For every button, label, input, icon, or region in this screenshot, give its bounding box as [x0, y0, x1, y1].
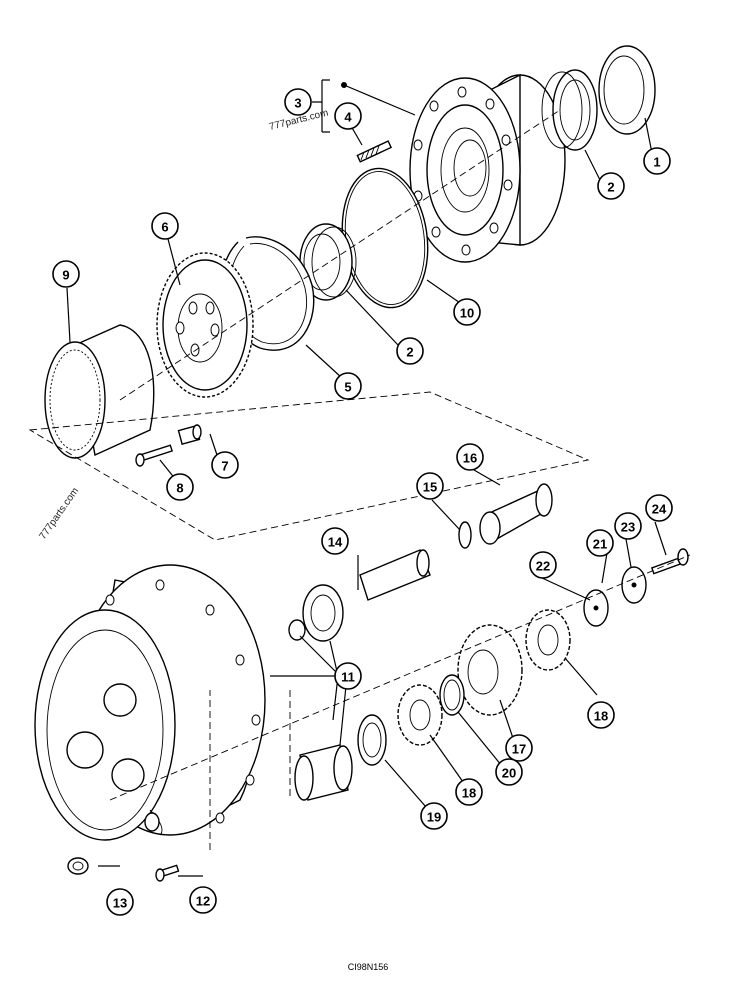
- svg-text:18: 18: [462, 786, 476, 801]
- callout-18-right: 18: [587, 701, 615, 729]
- callout-2-lower: 2: [396, 337, 424, 365]
- bearing-upper-part: [541, 69, 598, 151]
- callout-4: 4: [334, 102, 362, 130]
- callout-9: 9: [52, 260, 80, 288]
- svg-text:9: 9: [62, 268, 69, 283]
- planetary-housing-part: [34, 564, 266, 841]
- svg-text:8: 8: [176, 481, 183, 496]
- callout-18-left: 18: [455, 778, 483, 806]
- svg-text:21: 21: [593, 537, 607, 552]
- svg-text:22: 22: [536, 559, 550, 574]
- svg-text:14: 14: [328, 535, 343, 550]
- svg-text:1: 1: [653, 155, 660, 170]
- callout-7: 7: [211, 451, 239, 479]
- seal-part: [598, 45, 656, 135]
- svg-text:5: 5: [344, 380, 351, 395]
- compound-gear-part: [457, 624, 523, 716]
- planet-pin-part: [294, 744, 353, 801]
- callout-23: 23: [614, 512, 642, 540]
- stud-part: [356, 140, 393, 163]
- bushing-part: [177, 424, 202, 445]
- callout-10: 10: [453, 298, 481, 326]
- callout-2-upper: 2: [597, 172, 625, 200]
- thrust-washer-small-part: [439, 674, 465, 716]
- sun-gear-shaft-part: [288, 549, 431, 642]
- callout-11: 11: [334, 662, 362, 690]
- callout-17: 17: [505, 734, 533, 762]
- planet-gear-left-part: [397, 684, 443, 746]
- callout-6: 6: [151, 212, 179, 240]
- callout-15: 15: [416, 472, 444, 500]
- svg-text:13: 13: [113, 896, 127, 911]
- svg-text:20: 20: [502, 766, 516, 781]
- wheel-hub-part: [409, 73, 566, 263]
- thrust-washer-large-part: [357, 714, 387, 766]
- ring-gear-hub-part: [156, 252, 254, 398]
- callout-20: 20: [495, 758, 523, 786]
- svg-text:12: 12: [196, 894, 210, 909]
- callout-24: 24: [645, 494, 673, 522]
- svg-text:11: 11: [341, 670, 355, 685]
- drain-plug-part: [67, 857, 89, 875]
- svg-text:2: 2: [607, 180, 614, 195]
- callout-12: 12: [189, 886, 217, 914]
- cap-screw-part: [650, 548, 689, 575]
- svg-text:17: 17: [512, 742, 526, 757]
- bearing-lower-part: [299, 223, 357, 301]
- svg-text:6: 6: [161, 220, 168, 235]
- callout-14: 14: [321, 527, 349, 555]
- svg-text:16: 16: [463, 451, 477, 466]
- svg-text:3: 3: [294, 96, 301, 111]
- callout-1: 1: [643, 147, 671, 175]
- svg-text:23: 23: [621, 520, 635, 535]
- svg-text:24: 24: [652, 502, 667, 517]
- retainer-plate-part: [621, 566, 647, 604]
- svg-text:15: 15: [423, 480, 437, 495]
- svg-text:7: 7: [221, 459, 228, 474]
- callout-16: 16: [456, 443, 484, 471]
- bolt-part: [135, 444, 174, 467]
- callout-5: 5: [334, 372, 362, 400]
- planet-gear-right-part: [525, 609, 571, 671]
- callout-21: 21: [586, 529, 614, 557]
- svg-text:4: 4: [344, 110, 352, 125]
- callout-19: 19: [420, 802, 448, 830]
- svg-text:10: 10: [460, 306, 474, 321]
- watermark-left: 777parts.com: [37, 486, 81, 542]
- svg-text:18: 18: [594, 709, 608, 724]
- callout-13: 13: [106, 888, 134, 916]
- screw-part: [155, 864, 180, 882]
- lock-plate-part: [583, 589, 609, 627]
- callout-22: 22: [529, 551, 557, 579]
- drawing-code: CI98N156: [348, 962, 389, 972]
- callout-8: 8: [166, 473, 194, 501]
- svg-text:19: 19: [427, 810, 441, 825]
- coupler-part: [479, 483, 553, 545]
- retaining-ring-part: [458, 521, 472, 549]
- callout-3: 3: [284, 88, 312, 116]
- svg-text:2: 2: [406, 345, 413, 360]
- ring-gear-part: [44, 324, 155, 459]
